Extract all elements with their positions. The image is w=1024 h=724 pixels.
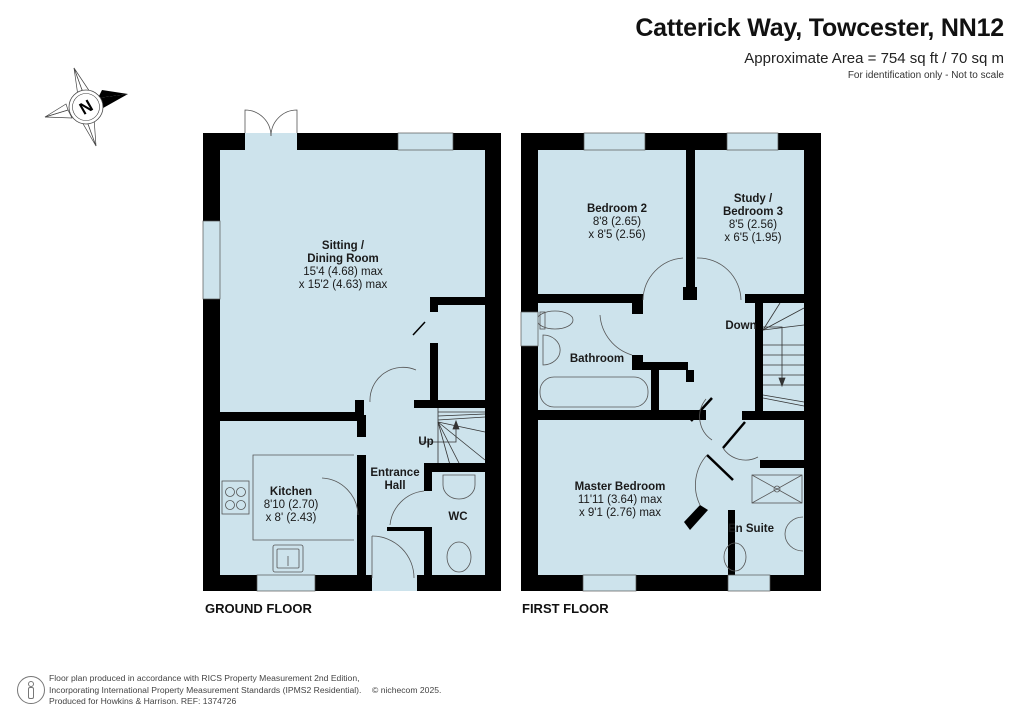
room-label-bathroom: Bathroom — [569, 353, 625, 365]
first-floor-plan — [520, 132, 821, 592]
page-title: Catterick Way, Towcester, NN12 — [635, 14, 1004, 42]
stairs-up-label: Up — [418, 436, 434, 448]
footer-line-1: Floor plan produced in accordance with R… — [49, 673, 360, 683]
room-label-en-suite: En Suite — [727, 523, 775, 535]
ground-floor-title: GROUND FLOOR — [205, 601, 312, 616]
room-label-wc: WC — [448, 511, 468, 523]
room-label-kitchen: Kitchen 8'10 (2.70)x 8' (2.43) — [263, 486, 319, 524]
approximate-area: Approximate Area = 754 sq ft / 70 sq m — [744, 50, 1004, 67]
copyright: © nichecom 2025. — [372, 684, 442, 695]
footer: Floor plan produced in accordance with R… — [16, 673, 441, 708]
north-compass-icon: N — [44, 67, 128, 147]
scale-disclaimer: For identification only - Not to scale — [847, 70, 1004, 81]
footer-line-3: Produced for Howkins & Harrison. REF: 13… — [49, 696, 237, 706]
first-floor-title: FIRST FLOOR — [522, 601, 609, 616]
footer-line-2: Incorporating International Property Mea… — [49, 684, 362, 695]
ground-floor-plan — [202, 109, 501, 592]
room-label-bedroom-2: Bedroom 2 8'8 (2.65)x 8'5 (2.56) — [586, 203, 648, 241]
person-measure-icon — [17, 676, 45, 704]
stairs-down-label: Down — [725, 320, 757, 332]
room-label-study-bedroom-3: Study /Bedroom 3 8'5 (2.56)x 6'5 (1.95) — [722, 193, 784, 244]
